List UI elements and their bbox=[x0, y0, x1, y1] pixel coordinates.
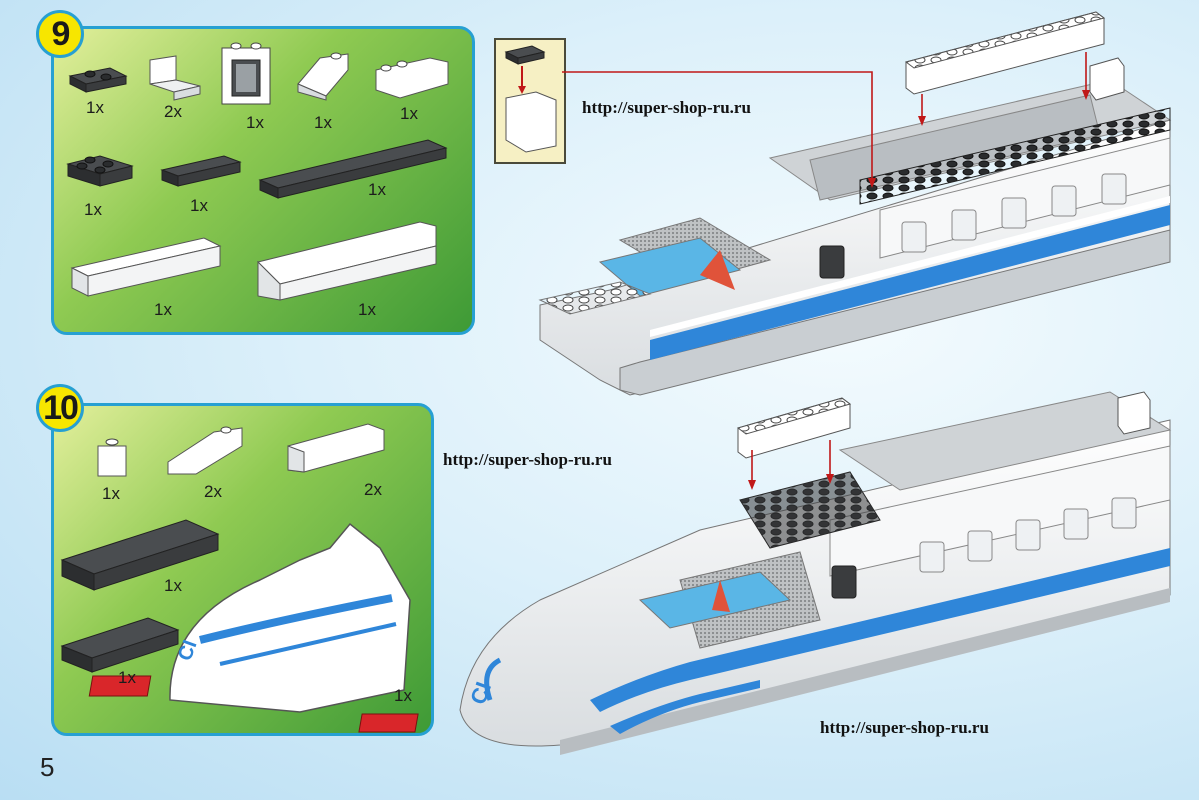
train-model-step-9 bbox=[538, 11, 1172, 396]
part-window-frame bbox=[221, 42, 271, 105]
qty-label: 2x bbox=[204, 482, 222, 501]
part-white-slope-small bbox=[297, 52, 349, 101]
part-white-slope-wedge bbox=[375, 57, 449, 99]
part-dark-plate-2x2 bbox=[66, 155, 134, 187]
qty-label: 1x bbox=[368, 180, 386, 199]
qty-label: 1x bbox=[358, 300, 376, 319]
part-dark-plate-2x6 bbox=[60, 519, 220, 591]
qty-label: 1x bbox=[102, 484, 120, 503]
qty-label: 1x bbox=[154, 300, 172, 319]
step-9-number: 9 bbox=[36, 10, 84, 58]
watermark-url: http://super-shop-ru.ru bbox=[820, 718, 989, 737]
qty-label: 1x bbox=[246, 113, 264, 132]
train-model-step-10: CI bbox=[358, 391, 1172, 755]
part-white-brick-1x1 bbox=[97, 438, 127, 477]
page-number: 5 bbox=[40, 752, 55, 782]
part-dark-plate-1x4 bbox=[160, 155, 242, 187]
qty-label: 1x bbox=[164, 576, 182, 595]
watermark-url: http://super-shop-ru.ru bbox=[443, 450, 612, 469]
qty-label: 1x bbox=[86, 98, 104, 117]
part-train-nose: CI bbox=[88, 522, 411, 713]
part-white-slope-1x8 bbox=[257, 221, 437, 301]
inset-parts bbox=[504, 45, 557, 153]
part-white-brick-1x6 bbox=[70, 237, 222, 297]
qty-label: 1x bbox=[400, 104, 418, 123]
part-white-bracket bbox=[149, 55, 201, 101]
step-10-number: 10 bbox=[36, 384, 84, 432]
qty-label: 1x bbox=[84, 200, 102, 219]
qty-label: 1x bbox=[394, 686, 412, 705]
watermark-url: http://super-shop-ru.ru bbox=[582, 98, 751, 117]
part-white-slope-small-10 bbox=[167, 426, 243, 475]
part-dark-plate-2x4 bbox=[60, 617, 180, 673]
arrow-heads bbox=[748, 90, 1090, 490]
qty-label: 1x bbox=[314, 113, 332, 132]
qty-label: 2x bbox=[364, 480, 382, 499]
placement-arrows bbox=[562, 52, 1087, 482]
part-dark-plate-1x2 bbox=[68, 67, 128, 93]
part-white-slope-1x4-10 bbox=[287, 423, 385, 473]
qty-label: 1x bbox=[118, 668, 136, 687]
part-dark-plate-1x10 bbox=[258, 139, 448, 199]
qty-label: 1x bbox=[190, 196, 208, 215]
qty-label: 2x bbox=[164, 102, 182, 121]
